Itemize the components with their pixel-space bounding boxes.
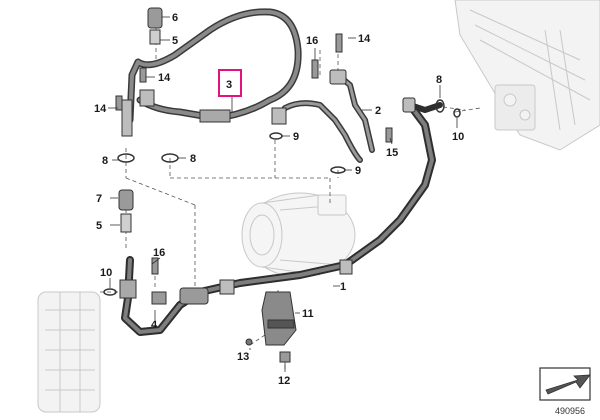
callout-3[interactable]: 3 [226,79,232,91]
callout-5-left[interactable]: 5 [96,220,102,232]
compressor-ghost [241,192,356,278]
callout-13[interactable]: 13 [237,351,249,363]
condenser-ghost [454,0,600,151]
callout-16-left[interactable]: 16 [153,247,165,259]
callout-8-mid[interactable]: 8 [190,153,196,165]
callout-2[interactable]: 2 [375,105,381,117]
callout-9-lower[interactable]: 9 [355,165,361,177]
leader-lines [108,16,458,372]
callout-11[interactable]: 11 [302,308,314,320]
callout-5-top[interactable]: 5 [172,35,178,47]
dryer-ghost [37,291,101,413]
callout-4[interactable]: 4 [151,319,158,331]
callout-15[interactable]: 15 [386,147,398,159]
callout-16-top[interactable]: 16 [306,35,318,47]
callout-12[interactable]: 12 [278,375,290,387]
callout-9-upper[interactable]: 9 [293,131,299,143]
callout-14-left[interactable]: 14 [94,103,107,115]
callout-8-right[interactable]: 8 [436,74,442,86]
callout-10-right[interactable]: 10 [452,131,464,143]
callout-7[interactable]: 7 [96,193,102,205]
callout-10-left[interactable]: 10 [100,267,112,279]
callout-6[interactable]: 6 [172,12,178,24]
arrow-navigation-icon [539,367,591,401]
callout-1[interactable]: 1 [340,281,346,293]
callout-8-left[interactable]: 8 [102,155,108,167]
callout-3-highlight [218,69,242,97]
callout-14-top[interactable]: 14 [158,72,171,84]
callout-14-right[interactable]: 14 [358,33,371,45]
reference-number: 490956 [555,406,585,416]
callout-numbers[interactable]: 1 2 3 4 5 5 6 7 8 8 8 9 9 10 10 11 12 13… [94,12,464,387]
fittings [115,7,416,363]
